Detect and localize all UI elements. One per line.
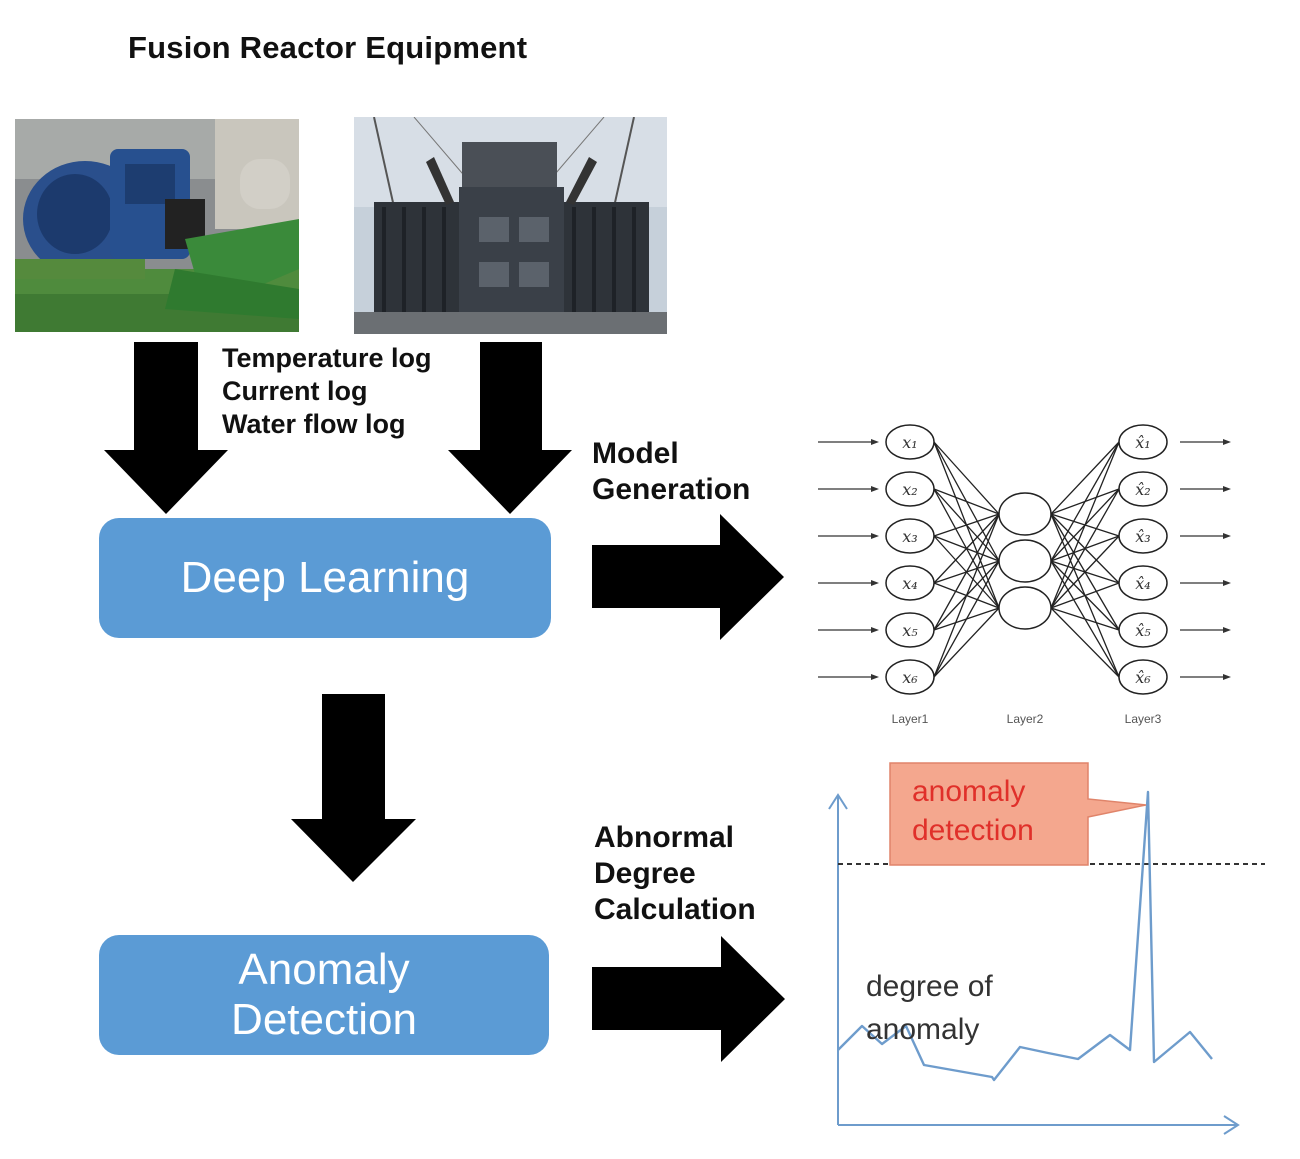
output-node: [1118, 565, 1168, 601]
input-node-label: x₄: [902, 574, 917, 593]
callout-text-line1: anomaly: [912, 775, 1025, 808]
connection-line: [1050, 441, 1120, 515]
connection-line: [933, 513, 1000, 537]
input-node: [885, 612, 935, 648]
anomaly-detection-label-line2: Detection: [231, 995, 417, 1044]
output-arrow-head: [1223, 486, 1231, 492]
output-arrow-head: [1223, 439, 1231, 445]
model-generation-label: Model Generation: [592, 437, 751, 506]
input-arrow-head: [871, 580, 879, 586]
equipment-photo-motor: [15, 119, 299, 332]
layer-label: Layer3: [1125, 712, 1162, 726]
anomaly-score-chart: anomaly detection degree of anomaly: [828, 762, 1265, 1135]
output-node-label: x̂₆: [1135, 668, 1151, 687]
connection-line: [1050, 607, 1120, 678]
connection-line: [1050, 513, 1120, 631]
input-node-label: x₁: [902, 433, 917, 452]
hidden-node: [998, 586, 1052, 630]
connection-line: [1050, 488, 1120, 515]
output-arrow-head: [1223, 627, 1231, 633]
connection-line: [933, 513, 1000, 584]
hidden-node: [998, 539, 1052, 583]
connection-line: [1050, 513, 1120, 537]
input-node: [885, 565, 935, 601]
input-node: [885, 518, 935, 554]
input-node-label: x₂: [902, 480, 917, 499]
connection-line: [933, 441, 1000, 515]
input-node-label: x₃: [902, 527, 917, 546]
connection-line: [1050, 513, 1120, 584]
arrow-dl-to-anomaly: [291, 694, 416, 882]
hidden-node: [998, 492, 1052, 536]
input-arrow-head: [871, 533, 879, 539]
degree-label-line1: degree of: [866, 970, 993, 1003]
input-node: [885, 424, 935, 460]
deep-learning-box: Deep Learning: [99, 518, 551, 638]
anomaly-score-line: [837, 790, 1213, 1082]
arrow-abnormal-degree: [592, 936, 785, 1062]
output-node: [1118, 659, 1168, 695]
log-current: Current log: [222, 376, 368, 406]
log-list: Temperature log Current log Water flow l…: [222, 342, 432, 441]
arrow-transformer-to-dl: [448, 342, 572, 514]
output-node-label: x̂₃: [1135, 527, 1150, 546]
output-node: [1118, 518, 1168, 554]
output-node-label: x̂₅: [1135, 621, 1151, 640]
input-arrow-head: [871, 627, 879, 633]
output-node: [1118, 424, 1168, 460]
output-node-label: x̂₄: [1135, 574, 1150, 593]
connection-line: [1050, 513, 1120, 678]
x-axis-arrow: [1223, 1115, 1240, 1135]
input-node: [885, 659, 935, 695]
input-node: [885, 471, 935, 507]
degree-label-line2: anomaly: [866, 1013, 979, 1046]
y-axis-arrow: [828, 793, 848, 810]
input-arrow-head: [871, 674, 879, 680]
network-connections: [933, 441, 1120, 678]
connection-line: [933, 607, 1000, 678]
arrow-motor-to-dl: [104, 342, 228, 514]
autoencoder-network: x₁ x̂₁ x₂ x̂₂ x₃ x̂₃ x₄ x̂₄ x₅ x̂₅ x₆ x̂₆ Layer1 Laye…: [818, 424, 1231, 726]
connection-line: [1050, 560, 1120, 678]
anomaly-detection-label-line1: Anomaly: [238, 945, 410, 994]
output-node-label: x̂₁: [1135, 433, 1150, 452]
connection-line: [933, 513, 1000, 631]
input-arrow-head: [871, 486, 879, 492]
output-arrow-head: [1223, 674, 1231, 680]
deep-learning-label: Deep Learning: [180, 553, 470, 602]
equipment-photo-transformer: [354, 117, 667, 334]
layer-label: Layer1: [892, 712, 929, 726]
input-node-label: x₆: [902, 668, 918, 687]
output-arrow-head: [1223, 533, 1231, 539]
anomaly-callout: [889, 762, 1147, 866]
anomaly-detection-box: Anomaly Detection: [99, 935, 549, 1055]
output-node: [1118, 471, 1168, 507]
input-node-label: x₅: [902, 621, 918, 640]
layer-label: Layer2: [1007, 712, 1044, 726]
callout-text-line2: detection: [912, 814, 1034, 847]
output-node: [1118, 612, 1168, 648]
abnormal-degree-label: Abnormal Degree Calculation: [594, 821, 756, 926]
input-arrow-head: [871, 439, 879, 445]
log-water-flow: Water flow log: [222, 409, 406, 439]
connection-line: [933, 488, 1000, 515]
output-node-label: x̂₂: [1135, 480, 1150, 499]
output-arrow-head: [1223, 580, 1231, 586]
diagram-title: Fusion Reactor Equipment: [128, 30, 528, 65]
connection-line: [933, 513, 1000, 678]
arrow-model-generation: [592, 514, 784, 640]
log-temperature: Temperature log: [222, 343, 432, 373]
connection-line: [933, 560, 1000, 678]
